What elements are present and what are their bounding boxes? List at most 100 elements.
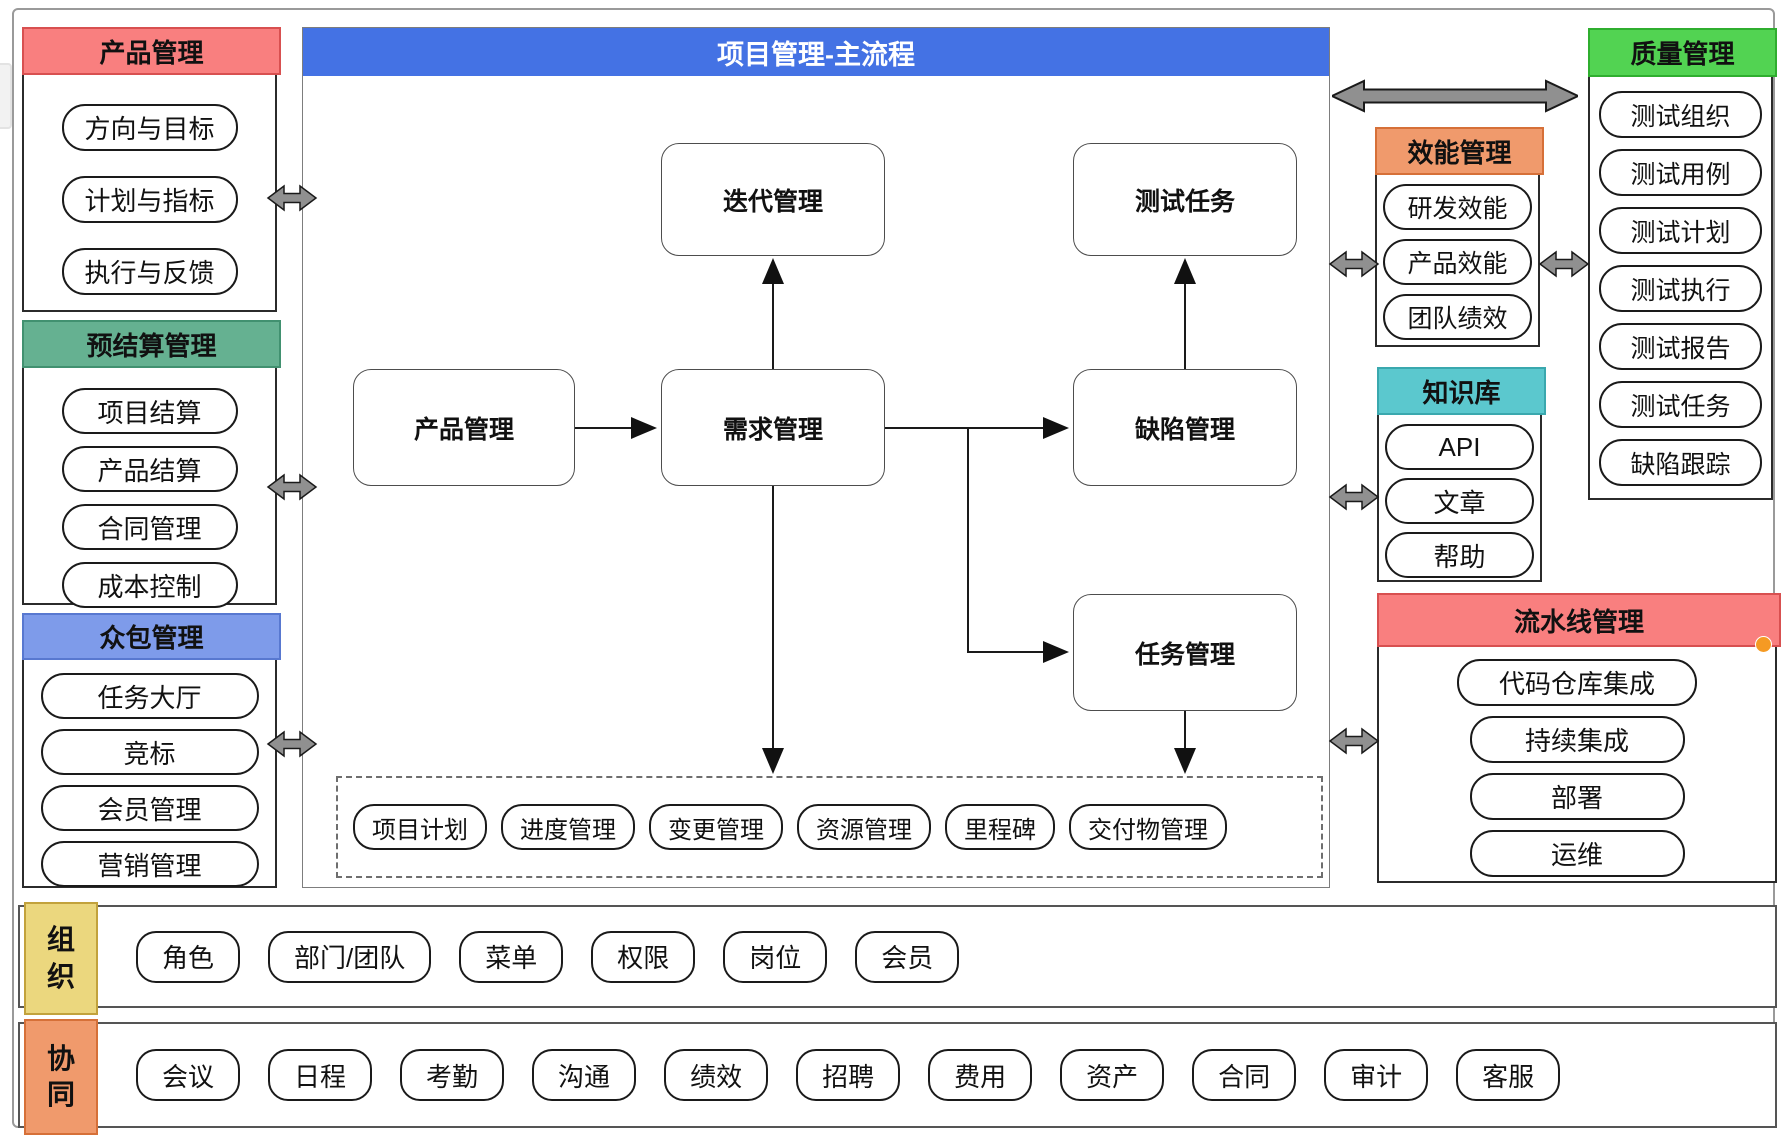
pill-label: 合同 xyxy=(1218,1061,1271,1092)
pill-expense[interactable]: 费用 xyxy=(928,1049,1033,1101)
main-flow-panel: 项目管理-主流程 迭代管理 测试任务 产品管理 需求管 xyxy=(302,27,1330,888)
node-test-task[interactable]: 测试任务 xyxy=(1073,143,1297,256)
main-flow-title: 项目管理-主流程 xyxy=(717,39,915,70)
pill-customer-service[interactable]: 客服 xyxy=(1456,1049,1561,1101)
pill-schedule[interactable]: 日程 xyxy=(268,1049,373,1101)
bidirectional-arrow-icon xyxy=(266,184,318,212)
pill-department-team[interactable]: 部门/团队 xyxy=(268,930,432,983)
node-task-management[interactable]: 任务管理 xyxy=(1073,594,1297,711)
edge-artifact xyxy=(0,63,12,129)
pill-permission[interactable]: 权限 xyxy=(591,930,696,983)
pill-label: 权限 xyxy=(617,943,670,973)
panel-title: 众包管理 xyxy=(99,623,204,653)
pill-team-performance[interactable]: 团队绩效 xyxy=(1383,294,1532,340)
panel-performance-management[interactable]: 效能管理 研发效能 产品效能 团队绩效 xyxy=(1375,127,1544,347)
node-iteration-management[interactable]: 迭代管理 xyxy=(661,143,885,256)
sub-process-dashed-box: 项目计划 进度管理 变更管理 资源管理 里程碑 交付物管理 xyxy=(336,776,1323,878)
panel-pipeline-management-header: 流水线管理 xyxy=(1377,593,1781,647)
pill-deployment[interactable]: 部署 xyxy=(1469,773,1685,820)
node-product-management[interactable]: 产品管理 xyxy=(353,369,575,486)
panel-performance-management-header: 效能管理 xyxy=(1375,127,1544,175)
pill-project-settlement[interactable]: 项目结算 xyxy=(61,388,238,434)
pill-communication[interactable]: 沟通 xyxy=(532,1049,637,1101)
pill-change-management[interactable]: 变更管理 xyxy=(649,804,783,850)
pill-label: 执行与反馈 xyxy=(84,258,215,288)
pill-label: 资产 xyxy=(1086,1061,1139,1092)
pill-rd-performance[interactable]: 研发效能 xyxy=(1383,184,1532,230)
pill-marketing-management[interactable]: 营销管理 xyxy=(40,841,259,887)
node-requirement-management[interactable]: 需求管理 xyxy=(661,369,885,486)
pill-project-plan[interactable]: 项目计划 xyxy=(353,804,487,850)
pill-label: 测试用例 xyxy=(1630,160,1731,189)
pill-test-report[interactable]: 测试报告 xyxy=(1599,323,1762,370)
pill-label: 文章 xyxy=(1433,487,1486,518)
pill-label: 审计 xyxy=(1350,1061,1403,1092)
pill-asset[interactable]: 资产 xyxy=(1060,1049,1165,1101)
panel-title: 效能管理 xyxy=(1407,137,1512,168)
pill-label: 变更管理 xyxy=(668,816,764,844)
panel-budget-management[interactable]: 预结算管理 项目结算 产品结算 合同管理 成本控制 xyxy=(22,320,281,608)
pill-test-task[interactable]: 测试任务 xyxy=(1599,381,1762,428)
panel-pipeline-management[interactable]: 流水线管理 代码仓库集成 持续集成 部署 运维 xyxy=(1377,593,1781,883)
pill-direction-goal[interactable]: 方向与目标 xyxy=(61,104,238,151)
panel-crowdsourcing-management[interactable]: 众包管理 任务大厅 竞标 会员管理 营销管理 xyxy=(22,613,281,888)
pill-code-repo-integration[interactable]: 代码仓库集成 xyxy=(1457,659,1697,706)
pill-contract-management[interactable]: 合同管理 xyxy=(61,504,238,550)
pill-label: 方向与目标 xyxy=(84,114,215,144)
pill-continuous-integration[interactable]: 持续集成 xyxy=(1469,716,1685,763)
panel-budget-management-header: 预结算管理 xyxy=(22,320,281,368)
pill-article[interactable]: 文章 xyxy=(1385,478,1534,524)
pill-contract[interactable]: 合同 xyxy=(1192,1049,1297,1101)
pill-task-hall[interactable]: 任务大厅 xyxy=(40,673,259,719)
pill-product-performance[interactable]: 产品效能 xyxy=(1383,239,1532,285)
pill-plan-metric[interactable]: 计划与指标 xyxy=(61,176,238,223)
pill-role[interactable]: 角色 xyxy=(136,930,241,983)
pill-menu[interactable]: 菜单 xyxy=(459,930,564,983)
pill-bidding[interactable]: 竞标 xyxy=(40,729,259,775)
pill-label: 会员 xyxy=(881,943,934,973)
pill-label: 运维 xyxy=(1550,840,1603,870)
row-organization-header: 组织 xyxy=(24,902,98,1015)
pill-label: 会员管理 xyxy=(97,794,202,825)
pill-api[interactable]: API xyxy=(1385,424,1534,470)
pill-label: 部门/团队 xyxy=(294,943,406,973)
pill-test-organization[interactable]: 测试组织 xyxy=(1599,91,1762,138)
panel-knowledge-base[interactable]: 知识库 API 文章 帮助 xyxy=(1377,367,1546,582)
pill-meeting[interactable]: 会议 xyxy=(136,1049,241,1101)
pill-test-plan[interactable]: 测试计划 xyxy=(1599,207,1762,254)
pill-member[interactable]: 会员 xyxy=(855,930,960,983)
pill-execute-feedback[interactable]: 执行与反馈 xyxy=(61,248,238,295)
pill-label: 营销管理 xyxy=(97,850,202,881)
pill-deliverable-management[interactable]: 交付物管理 xyxy=(1069,804,1227,850)
pill-performance[interactable]: 绩效 xyxy=(664,1049,769,1101)
pill-attendance[interactable]: 考勤 xyxy=(400,1049,505,1101)
node-label: 任务管理 xyxy=(1134,640,1235,669)
pill-member-management[interactable]: 会员管理 xyxy=(40,785,259,831)
pill-cost-control[interactable]: 成本控制 xyxy=(61,562,238,608)
pill-label: 团队绩效 xyxy=(1407,305,1508,333)
row-title: 组织 xyxy=(46,924,75,992)
pill-label: 测试执行 xyxy=(1630,276,1731,305)
pill-operations[interactable]: 运维 xyxy=(1469,830,1685,877)
node-defect-management[interactable]: 缺陷管理 xyxy=(1073,369,1297,486)
pill-recruitment[interactable]: 招聘 xyxy=(796,1049,901,1101)
pill-test-execution[interactable]: 测试执行 xyxy=(1599,265,1762,312)
pill-help[interactable]: 帮助 xyxy=(1385,532,1534,578)
panel-quality-management[interactable]: 质量管理 测试组织 测试用例 测试计划 测试执行 测试报告 测试任务 缺陷跟踪 xyxy=(1588,28,1777,500)
pill-resource-management[interactable]: 资源管理 xyxy=(797,804,931,850)
pill-position[interactable]: 岗位 xyxy=(723,930,828,983)
panel-product-management[interactable]: 产品管理 方向与目标 计划与指标 执行与反馈 xyxy=(22,27,281,312)
pill-test-case[interactable]: 测试用例 xyxy=(1599,149,1762,196)
pill-label: 部署 xyxy=(1550,783,1603,813)
pill-product-settlement[interactable]: 产品结算 xyxy=(61,446,238,492)
pill-milestone[interactable]: 里程碑 xyxy=(945,804,1055,850)
pill-progress-management[interactable]: 进度管理 xyxy=(501,804,635,850)
panel-crowdsourcing-management-header: 众包管理 xyxy=(22,613,281,660)
node-label: 产品管理 xyxy=(413,415,514,444)
selection-handle-dot[interactable] xyxy=(1755,636,1772,653)
node-label: 测试任务 xyxy=(1134,187,1235,216)
panel-title: 预结算管理 xyxy=(86,330,217,361)
pill-label: 研发效能 xyxy=(1407,195,1508,223)
pill-audit[interactable]: 审计 xyxy=(1324,1049,1429,1101)
pill-defect-tracking[interactable]: 缺陷跟踪 xyxy=(1599,439,1762,486)
